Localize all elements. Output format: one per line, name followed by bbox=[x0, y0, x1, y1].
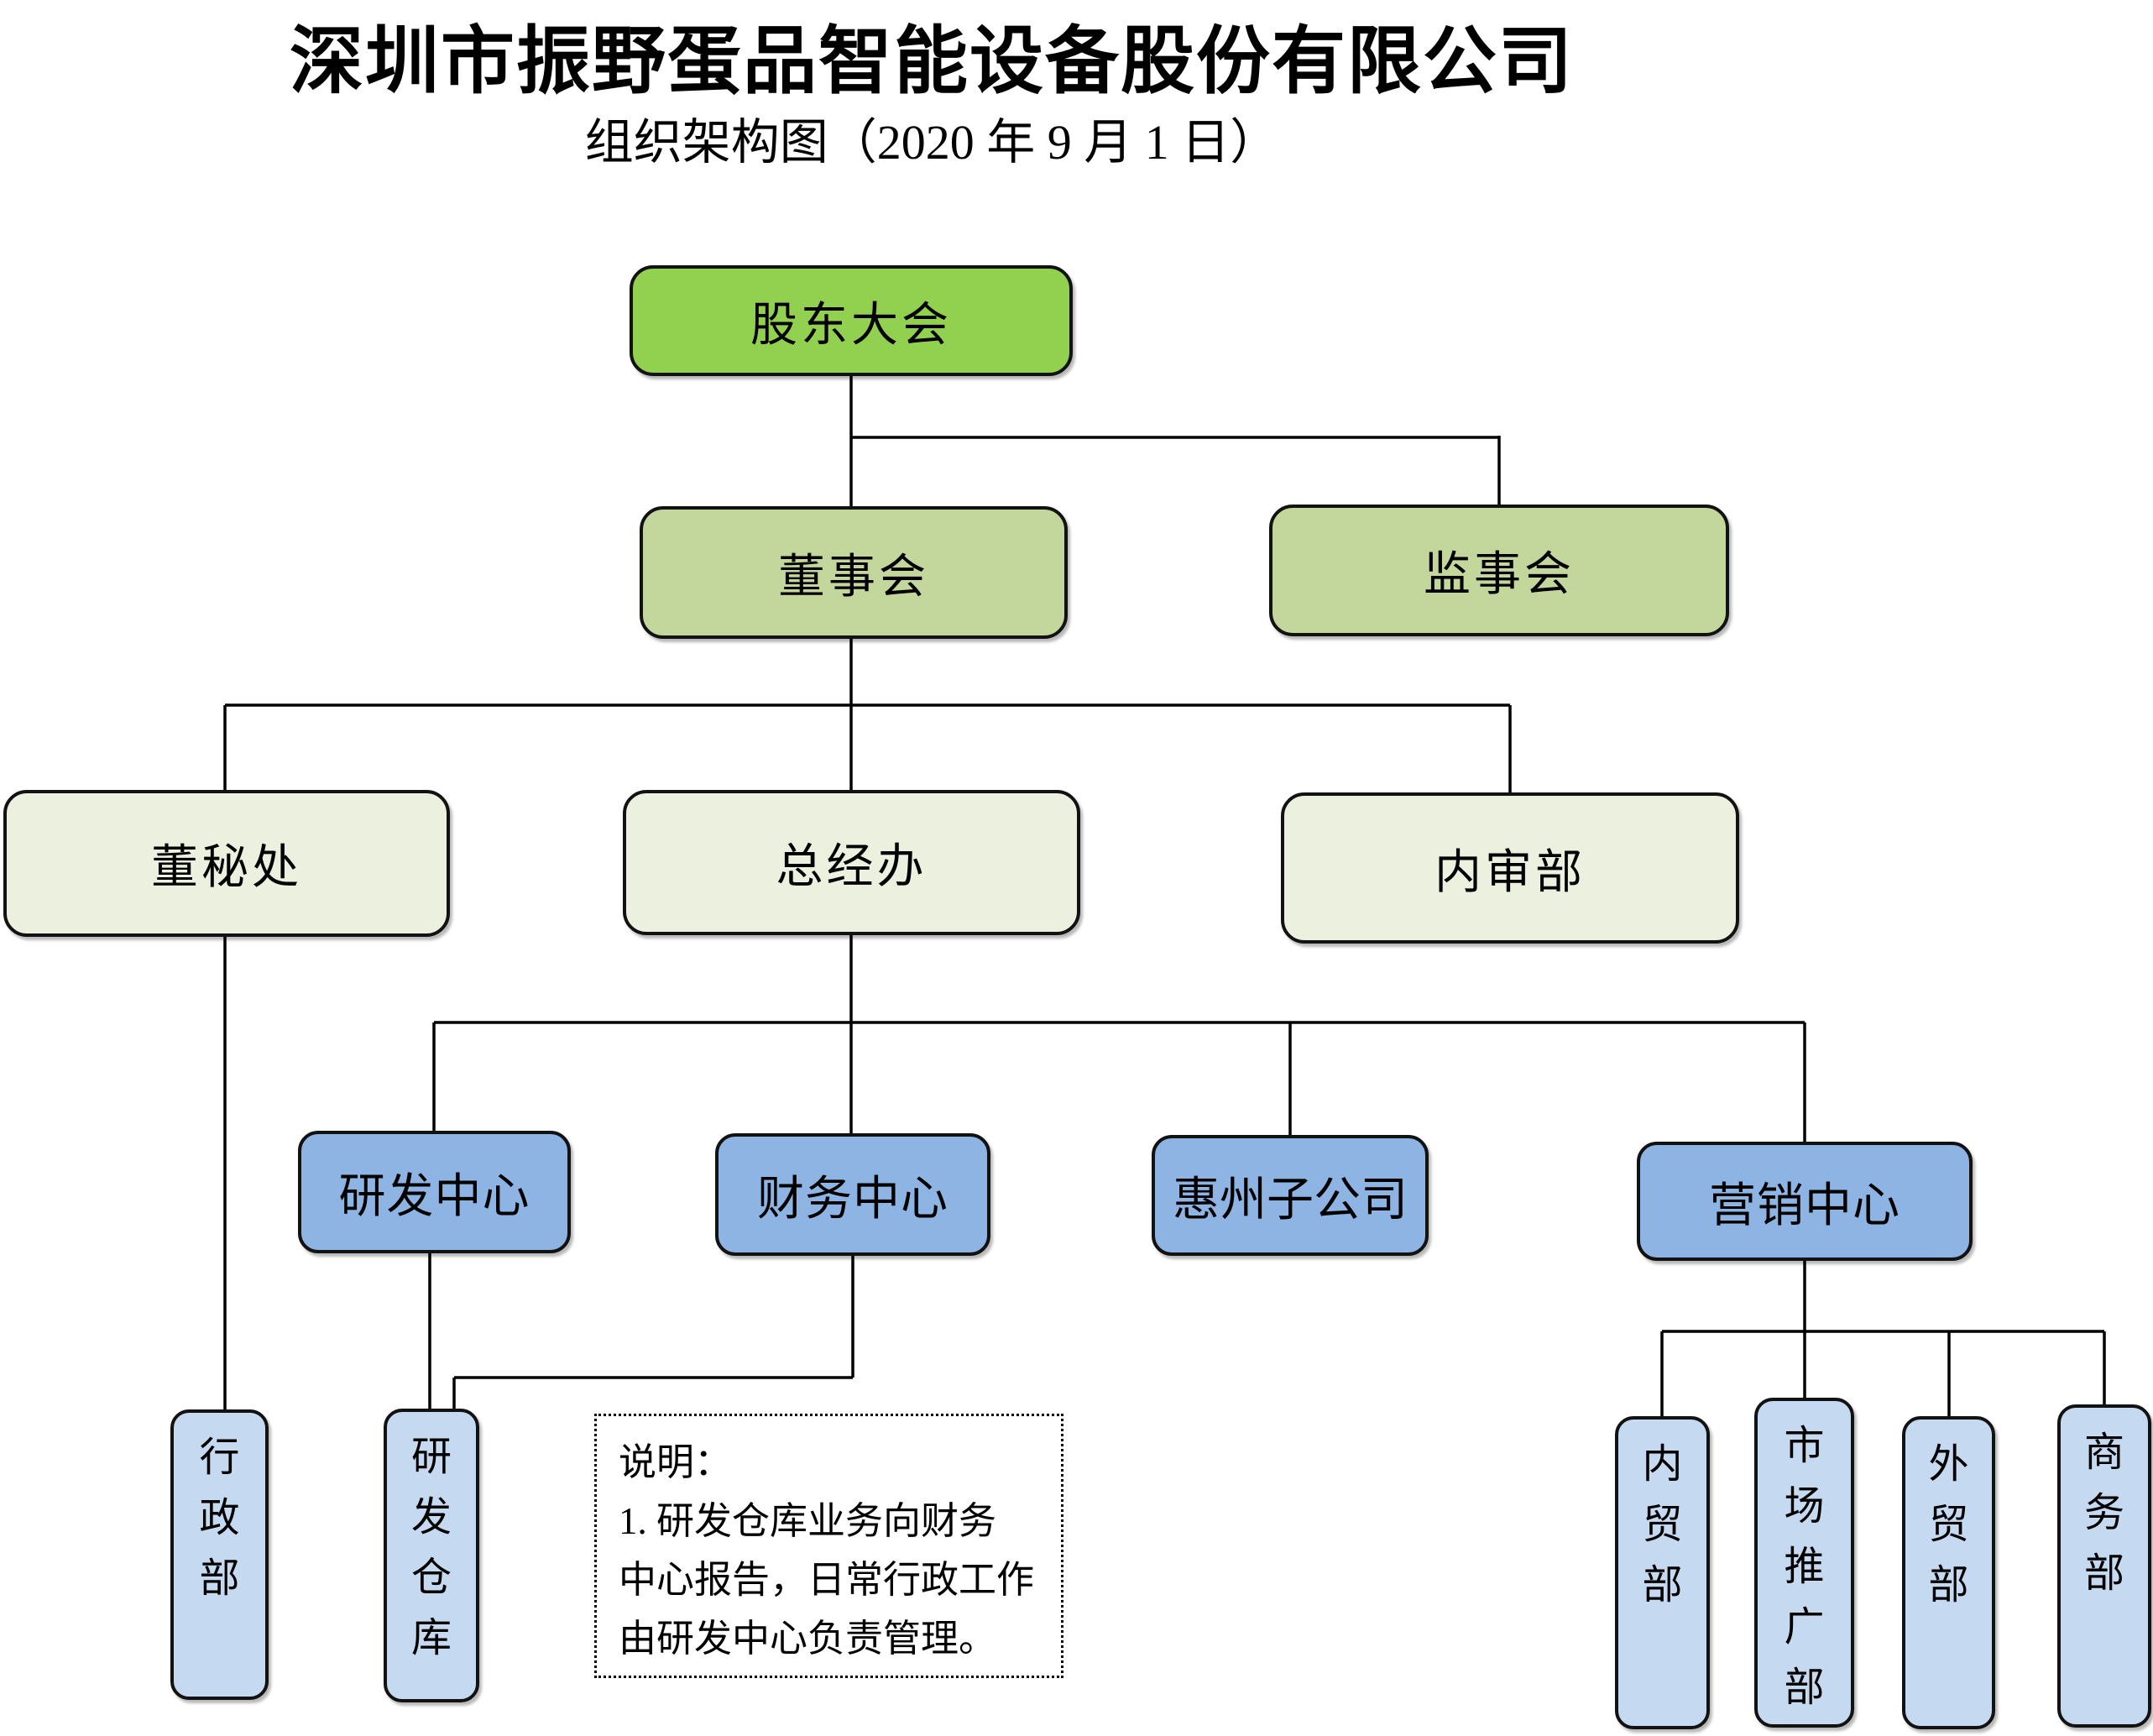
org-box-internal-audit-dept: 内审部 bbox=[1281, 792, 1739, 944]
org-box-finance-center: 财务中心 bbox=[715, 1133, 990, 1256]
org-box-foreign-trade-dept: 外贸部 bbox=[1902, 1416, 1995, 1729]
org-box-label: 总经办 bbox=[776, 841, 928, 893]
note-line: 由研发中心负责管理。 bbox=[619, 1618, 997, 1660]
org-box-domestic-trade-dept: 内贸部 bbox=[1615, 1416, 1710, 1729]
page-subtitle: 组织架构图（2020 年 9 月 1 日） bbox=[584, 115, 1279, 170]
org-box-label: 外贸部 bbox=[1928, 1442, 1969, 1608]
org-box-label: 市场推广部 bbox=[1784, 1424, 1825, 1710]
org-box-marketing-center: 营销中心 bbox=[1637, 1142, 1973, 1261]
org-box-label: 董事会 bbox=[778, 551, 929, 604]
note-line: 中心报告，日常行政工作 bbox=[619, 1559, 1035, 1601]
org-box-label: 内审部 bbox=[1434, 846, 1586, 899]
note-line: 1. 研发仓库业务向财务 bbox=[619, 1500, 997, 1542]
org-box-label: 研发仓库 bbox=[411, 1435, 452, 1660]
org-box-general-manager-office: 总经办 bbox=[623, 790, 1080, 935]
org-box-shareholders-meeting: 股东大会 bbox=[630, 265, 1073, 376]
org-box-label: 研发中心 bbox=[338, 1170, 530, 1223]
page-title: 深圳市振野蛋品智能设备股份有限公司 bbox=[289, 22, 1574, 103]
org-box-business-dept: 商务部 bbox=[2057, 1404, 2151, 1728]
org-box-board-secretary-office: 董秘处 bbox=[3, 790, 450, 937]
org-box-rd-center: 研发中心 bbox=[298, 1131, 571, 1253]
org-box-board-of-supervisors: 监事会 bbox=[1269, 505, 1729, 636]
note-box: 说明： 1. 研发仓库业务向财务 中心报告，日常行政工作 由研发中心负责管理。 bbox=[594, 1414, 1063, 1678]
org-box-market-promotion-dept: 市场推广部 bbox=[1754, 1398, 1854, 1728]
org-box-label: 财务中心 bbox=[757, 1173, 948, 1226]
org-box-label: 商务部 bbox=[2084, 1430, 2125, 1596]
org-box-label: 内贸部 bbox=[1642, 1442, 1683, 1608]
org-box-huizhou-subsidiary: 惠州子公司 bbox=[1152, 1135, 1429, 1256]
org-box-board-of-directors: 董事会 bbox=[640, 506, 1068, 639]
org-box-label: 股东大会 bbox=[750, 299, 952, 352]
org-box-rd-warehouse: 研发仓库 bbox=[384, 1409, 479, 1702]
org-box-admin-dept: 行政部 bbox=[170, 1409, 269, 1700]
org-box-label: 监事会 bbox=[1424, 549, 1575, 601]
note-heading: 说明： bbox=[619, 1441, 733, 1483]
org-box-label: 董秘处 bbox=[151, 842, 302, 894]
org-box-label: 营销中心 bbox=[1709, 1179, 1900, 1232]
org-box-label: 行政部 bbox=[199, 1435, 240, 1601]
org-box-label: 惠州子公司 bbox=[1173, 1174, 1408, 1226]
